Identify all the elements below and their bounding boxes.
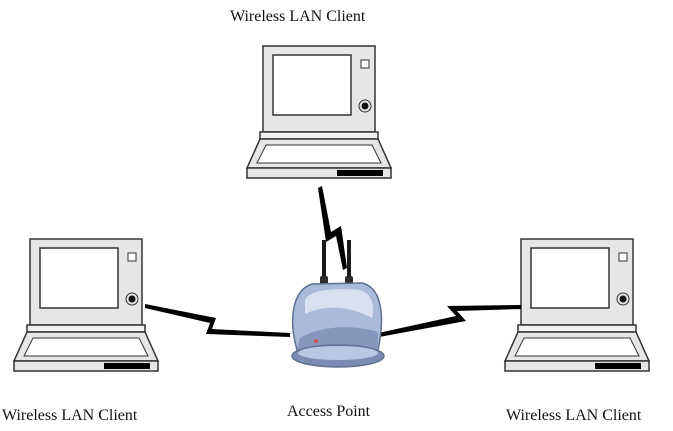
client-label-left: Wireless LAN Client: [2, 408, 137, 424]
laptop-icon-right: [505, 239, 649, 371]
client-label-top: Wireless LAN Client: [230, 9, 365, 25]
access-point-label: Access Point: [287, 404, 370, 420]
access-point-icon: [292, 240, 384, 367]
laptop-icon-top: [247, 46, 391, 178]
laptop-icon-left: [14, 239, 158, 371]
client-label-right: Wireless LAN Client: [506, 408, 641, 424]
wireless-signal-icon-left: [145, 304, 290, 337]
wireless-signal-icon-right: [378, 305, 521, 337]
